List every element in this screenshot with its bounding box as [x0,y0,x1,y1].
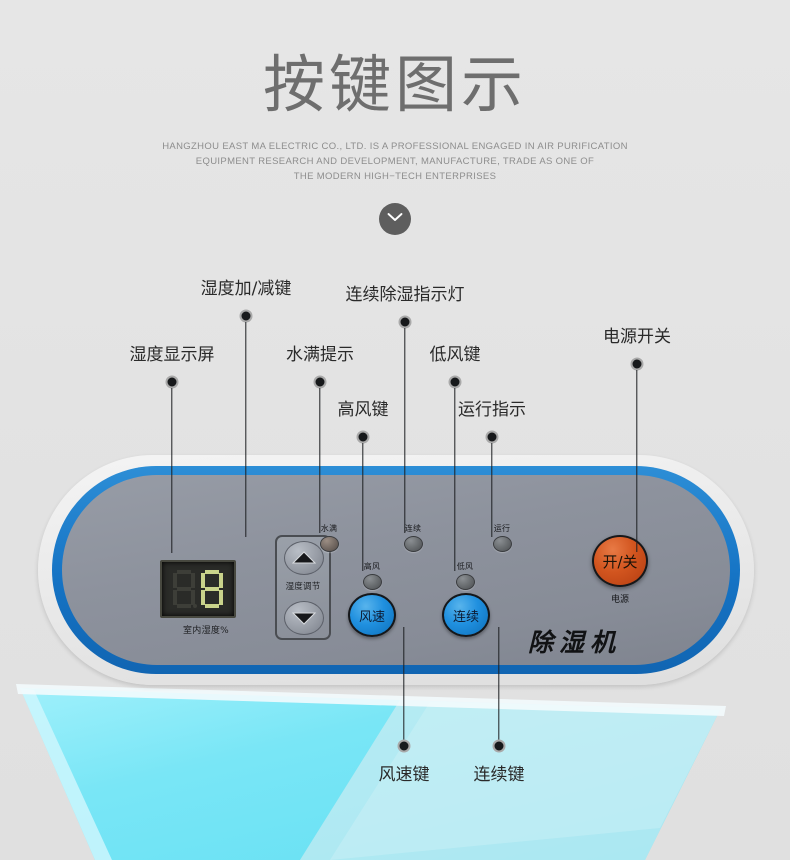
humidity-up-button[interactable] [284,541,324,575]
humidity-down-button[interactable] [284,601,324,635]
lamp-continuous [403,536,423,552]
triangle-up-icon [292,551,316,564]
callout-line-continuous-key [498,627,500,740]
chevron-down-icon[interactable] [379,203,411,235]
power-button[interactable]: 开/关 [592,535,648,587]
header: 按键图示 HANGZHOU EAST MA ELECTRIC CO., LTD.… [0,0,790,250]
callout-label-humidity-updown-key: 湿度加/减键 [200,279,292,299]
callout-label-continuous-lamp: 连续除湿指示灯 [345,285,465,305]
callout-dot-water-full [313,375,327,389]
callout-line-humidity-display [171,388,173,553]
humidity-adjust-label: 湿度调节 [285,582,321,592]
callout-label-running-indicator: 运行指示 [458,400,526,420]
lamp-label-high-fan: 高风 [363,562,381,571]
lamp-high-fan [362,574,382,590]
lamp-label-running: 运行 [493,524,511,533]
callout-label-high-fan-key: 高风键 [337,400,389,420]
callout-dot-high-fan-key [356,430,370,444]
lamp-group-low-fan: 低风 [445,561,485,590]
lamp-running [492,536,512,552]
humidity-adjust-group: 湿度调节 [275,535,331,640]
subtitle-line-3: THE MODERN HIGH−TECH ENTERPRISES [293,171,497,183]
callout-label-continuous-key: 连续键 [473,765,525,785]
company-subtitle: HANGZHOU EAST MA ELECTRIC CO., LTD. IS A… [0,139,790,184]
callout-line-running-indicator [491,443,493,537]
panel-face: 室内湿度% 湿度调节 [62,475,730,665]
callout-dot-running-indicator [485,430,499,444]
humidity-display-label: 室内湿度% [182,626,230,636]
triangle-down-icon [292,612,316,625]
lamp-group-high-fan: 高风 [352,561,392,590]
callout-line-continuous-lamp [404,328,406,533]
callout-dot-low-fan-key [448,375,462,389]
continuous-button[interactable]: 连续 [442,593,490,637]
callout-dot-continuous-lamp [398,315,412,329]
callout-dot-continuous-key [492,739,506,753]
control-panel: 室内湿度% 湿度调节 [38,455,754,685]
callout-label-power-switch: 电源开关 [603,327,671,347]
callout-line-power-switch [636,370,638,552]
lamp-label-water-full: 水满 [320,524,338,533]
callout-line-low-fan-key [454,388,456,571]
callout-line-high-fan-key [362,443,364,571]
lamp-low-fan [455,574,475,590]
callout-line-water-full [319,388,321,533]
callout-dot-power-switch [630,357,644,371]
lamp-label-low-fan: 低风 [456,562,474,571]
humidity-display: 室内湿度% [160,560,252,636]
subtitle-line-1: HANGZHOU EAST MA ELECTRIC CO., LTD. IS A… [162,141,628,153]
lamp-group-running: 运行 [482,523,522,552]
callout-label-fan-speed-key: 风速键 [378,765,430,785]
machine-body [0,660,790,860]
fan-speed-button[interactable]: 风速 [348,593,396,637]
callout-label-water-full: 水满提示 [286,345,354,365]
callout-label-low-fan-key: 低风键 [429,345,481,365]
lamp-group-water-full: 水满 [309,523,349,552]
led-digit-1 [172,570,197,608]
panel-blue-ring: 室内湿度% 湿度调节 [52,466,740,674]
page-title: 按键图示 [262,48,527,121]
subtitle-line-2: EQUIPMENT RESEARCH AND DEVELOPMENT, MANU… [195,156,595,168]
machine-body-shape [16,684,726,860]
lamp-water-full [319,536,339,552]
callout-line-humidity-updown-key [245,322,247,537]
brand-label: 除湿机 [528,628,622,657]
led-screen [160,560,236,618]
chevron-down-glyph [387,213,403,221]
lamp-group-continuous: 连续 [393,523,433,552]
lamp-label-continuous: 连续 [404,524,422,533]
power-button-caption: 电源 [610,595,629,605]
callout-dot-fan-speed-key [397,739,411,753]
callout-line-fan-speed-key [403,627,405,740]
callout-label-humidity-display: 湿度显示屏 [129,345,215,365]
callout-dot-humidity-updown-key [239,309,253,323]
led-digit-2 [200,570,224,608]
callout-dot-humidity-display [165,375,179,389]
